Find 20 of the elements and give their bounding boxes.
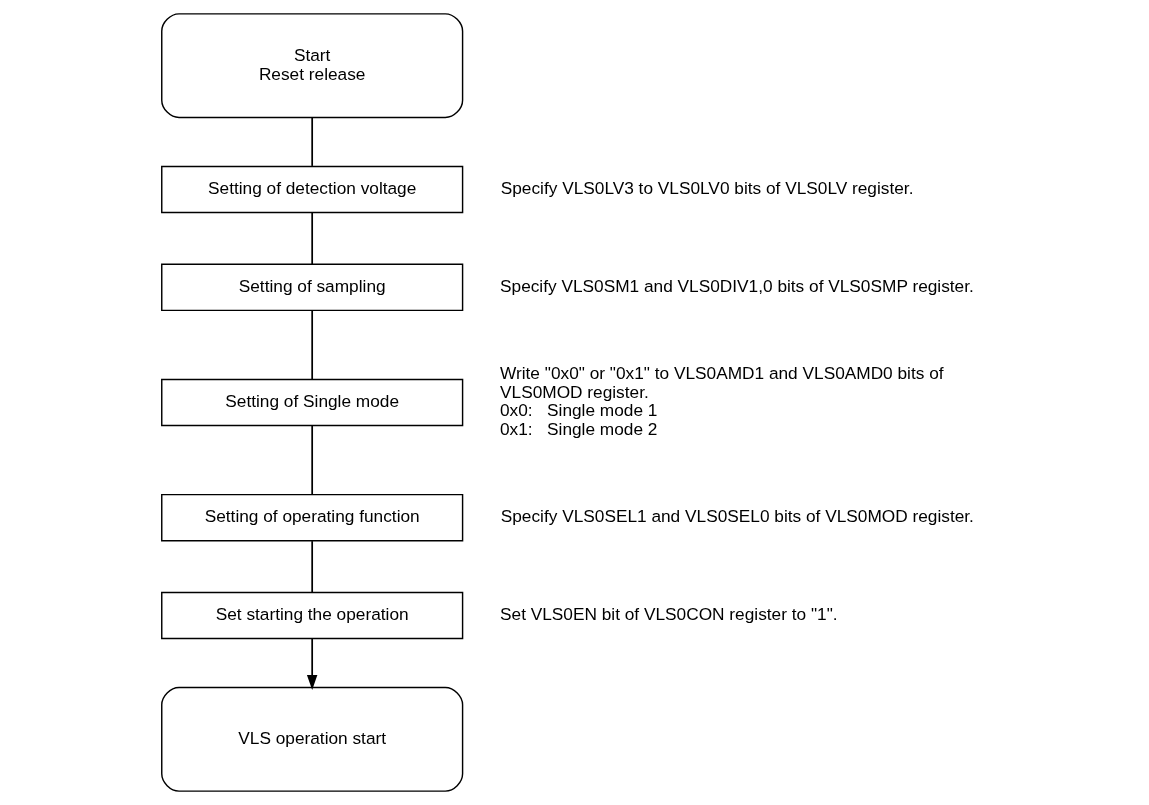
node-box: VLS operation start — [161, 686, 464, 792]
node-box: Setting of detection voltage — [161, 165, 464, 214]
node-label: Specify VLS0SEL1 and VLS0SEL0 bits of VLS0MOD register. — [500, 506, 974, 527]
node-box: Setting of operating function — [161, 493, 464, 542]
connector — [311, 212, 314, 265]
node-label: Write "0x0" or "0x1" to VLS0AMD1 and VLS0AMD0 bits of VLS0MOD register. — [500, 362, 944, 402]
node-box: Setting of Single mode — [161, 378, 464, 427]
node-label: Specify VLS0LV3 to VLS0LV0 bits of VLS0LV register. — [500, 177, 914, 198]
connector — [311, 116, 314, 167]
node-box: Setting of sampling — [161, 263, 464, 312]
node-label: 0x1: Single mode 2 — [500, 419, 658, 440]
connector — [311, 540, 314, 594]
node-label: Specify VLS0SM1 and VLS0DIV1,0 bits of VLS0SMP register. — [500, 275, 974, 296]
node-box: Start Reset release — [161, 13, 464, 119]
connector — [311, 309, 314, 380]
node-box: Set starting the operation — [161, 591, 464, 640]
node-label: Set VLS0EN bit of VLS0CON register to "1". — [500, 603, 838, 624]
arrow — [306, 637, 318, 690]
connector — [311, 424, 314, 496]
node-label: 0x0: Single mode 1 — [500, 400, 658, 421]
